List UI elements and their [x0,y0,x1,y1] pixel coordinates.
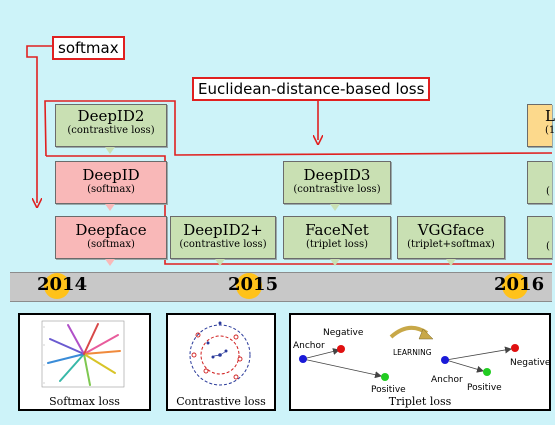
node-cut-green-2: ( [527,216,552,259]
anchor-point-left [299,355,307,363]
year-2014: 2014 [37,274,88,295]
node-deepid2: DeepID2 (contrastive loss) [55,104,167,147]
node-deepid2-title: DeepID2 [77,107,145,125]
year-2015: 2015 [228,274,279,295]
node-cut-orange: L (1 [527,104,555,147]
positive-label-right: Positive [467,383,502,393]
year-dot-2015 [236,273,262,299]
node-cut-orange-title: L [545,107,555,125]
node-deepid-tail [105,204,115,211]
anchor-label-right: Anchor [431,375,463,385]
node-cut-green-1-sub: ( [546,186,550,197]
node-deepid2plus-sub: (contrastive loss) [179,239,267,250]
positive-point-right [483,368,491,376]
node-deepface: Deepface (softmax) [55,216,167,259]
node-deepid2plus-tail [215,259,225,266]
node-deepid2plus-title: DeepID2+ [183,221,263,239]
node-deepid3: DeepID3 (contrastive loss) [283,161,391,204]
panel-softmax-loss: Softmax loss [18,313,151,411]
negative-point-right [511,344,519,352]
negative-label-right: Negative [510,358,551,368]
softmax-loss-caption: Softmax loss [49,395,120,408]
learning-label: LEARNING [393,348,432,357]
node-facenet-title: FaceNet [305,221,369,239]
triplet-image: Anchor Negative Positive LEARNING Anchor… [293,325,551,395]
timeline-bar [10,272,552,302]
node-vggface: VGGface (triplet+softmax) [397,216,505,259]
triplet-loss-caption: Triplet loss [388,395,452,408]
node-deepid3-tail [330,204,340,211]
node-deepid-title: DeepID [82,166,140,184]
positive-label-left: Positive [371,385,406,395]
node-cut-green-1: ( [527,161,552,204]
year-dot-2016 [502,273,528,299]
node-vggface-title: VGGface [417,221,485,239]
node-cut-orange-sub: (1 [545,125,555,136]
softmax-connector [26,45,52,203]
positive-point-left [381,373,389,381]
softmax-scatter-image [41,320,125,388]
node-facenet-tail [330,259,340,266]
node-deepface-title: Deepface [75,221,147,239]
node-deepid2-sub: (contrastive loss) [67,125,155,136]
node-vggface-sub: (triplet+softmax) [407,239,495,250]
panel-triplet-loss: Anchor Negative Positive LEARNING Anchor… [289,313,551,411]
negative-label-left: Negative [323,328,364,338]
softmax-callout: softmax [52,36,125,60]
node-deepface-tail [105,259,115,266]
euclidean-callout: Euclidean-distance-based loss [192,77,431,101]
node-deepid-sub: (softmax) [87,184,135,195]
euclidean-bracket [44,100,553,265]
panel-contrastive-loss: Contrastive loss [166,313,276,411]
node-cut-green-2-sub: ( [546,241,550,252]
node-deepid: DeepID (softmax) [55,161,167,204]
node-facenet: FaceNet (triplet loss) [283,216,391,259]
anchor-point-right [441,356,449,364]
node-deepface-sub: (softmax) [87,239,135,250]
node-deepid3-sub: (contrastive loss) [293,184,381,195]
negative-point-left [337,345,345,353]
year-dot-2014 [44,273,70,299]
node-deepid3-title: DeepID3 [303,166,371,184]
node-vggface-tail [446,259,456,266]
contrastive-loss-caption: Contrastive loss [176,395,266,408]
node-deepid2plus: DeepID2+ (contrastive loss) [170,216,276,259]
year-2016: 2016 [494,274,545,295]
node-deepid2-tail [105,147,115,154]
anchor-label-left: Anchor [293,341,325,351]
node-facenet-sub: (triplet loss) [306,239,368,250]
contrastive-image [182,318,262,393]
